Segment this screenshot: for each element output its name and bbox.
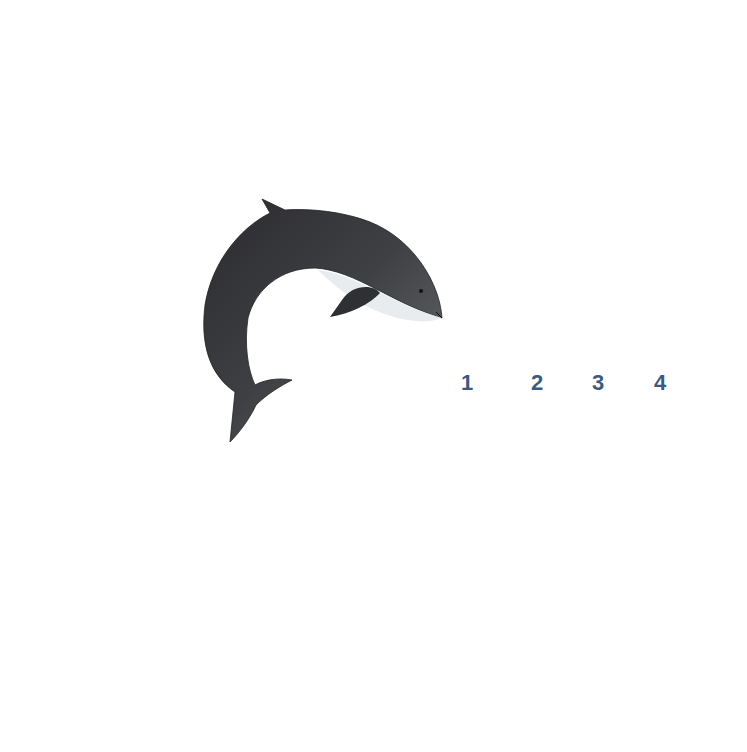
ring-band: 321: [124, 124, 628, 628]
ring-number: 3: [592, 372, 604, 394]
ring-line: [64, 64, 689, 689]
ring-band: 21: [187, 187, 565, 565]
ring-band: 1: [254, 254, 498, 498]
ring-line: [126, 126, 627, 627]
ring-outline: [124, 124, 628, 628]
ring-line: [189, 189, 564, 564]
ring-number: 2: [531, 372, 543, 394]
ring-band: 4321: [62, 62, 690, 690]
outer-disc: [6, 6, 746, 746]
porpoise-belly: [318, 270, 442, 321]
ring-line: [256, 256, 497, 497]
porpoise-flipper: [330, 287, 380, 317]
porpoise-mouth: [436, 312, 442, 318]
ring-outline: [187, 187, 565, 565]
porpoise-body: [204, 199, 442, 442]
ring-number: 1: [461, 372, 473, 394]
ring-number: 4: [654, 372, 666, 394]
porpoise-eye: [419, 289, 423, 293]
